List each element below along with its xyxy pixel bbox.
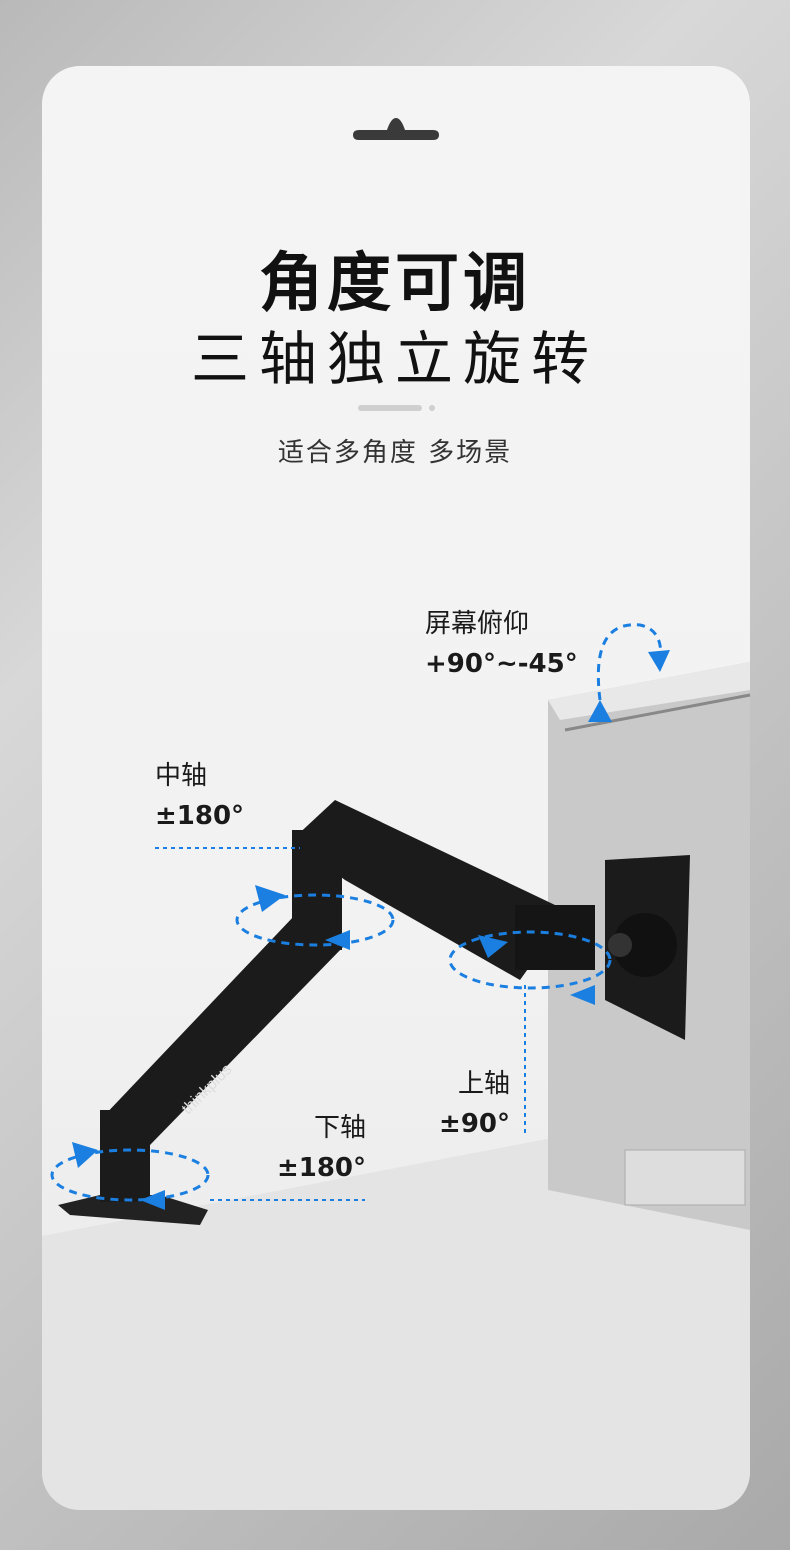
divider-bar [358, 405, 422, 411]
middle-axis-label: 中轴 ±180° [155, 756, 244, 836]
upper-axis-range: ±90° [439, 1109, 510, 1139]
middle-axis-range: ±180° [155, 801, 245, 831]
upper-axis-name: 上轴 [457, 1069, 510, 1099]
tagline: 适合多角度 多场景 [277, 438, 513, 468]
tilt-name: 屏幕俯仰 [425, 609, 530, 639]
lower-axis-range: ±180° [276, 1153, 366, 1183]
rotation-indicators [50, 623, 663, 1202]
tilt-label: 屏幕俯仰 +90°~-45° [425, 604, 578, 684]
tilt-range: +90°~-45° [425, 649, 578, 679]
lower-axis-label: 下轴 ±180° [262, 1108, 366, 1188]
arrow-icons [72, 650, 670, 1210]
middle-axis-name: 中轴 [155, 761, 208, 791]
divider-dot [429, 405, 435, 411]
subheadline: 三轴独立旋转 [190, 325, 599, 393]
desk-floor [42, 1136, 750, 1510]
headline: 角度可调 [259, 247, 531, 321]
lower-axis-name: 下轴 [313, 1113, 366, 1143]
hanger-icon [353, 118, 439, 140]
upper-axis-label: 上轴 ±90° [430, 1064, 510, 1144]
vesa-plate [605, 855, 690, 1040]
